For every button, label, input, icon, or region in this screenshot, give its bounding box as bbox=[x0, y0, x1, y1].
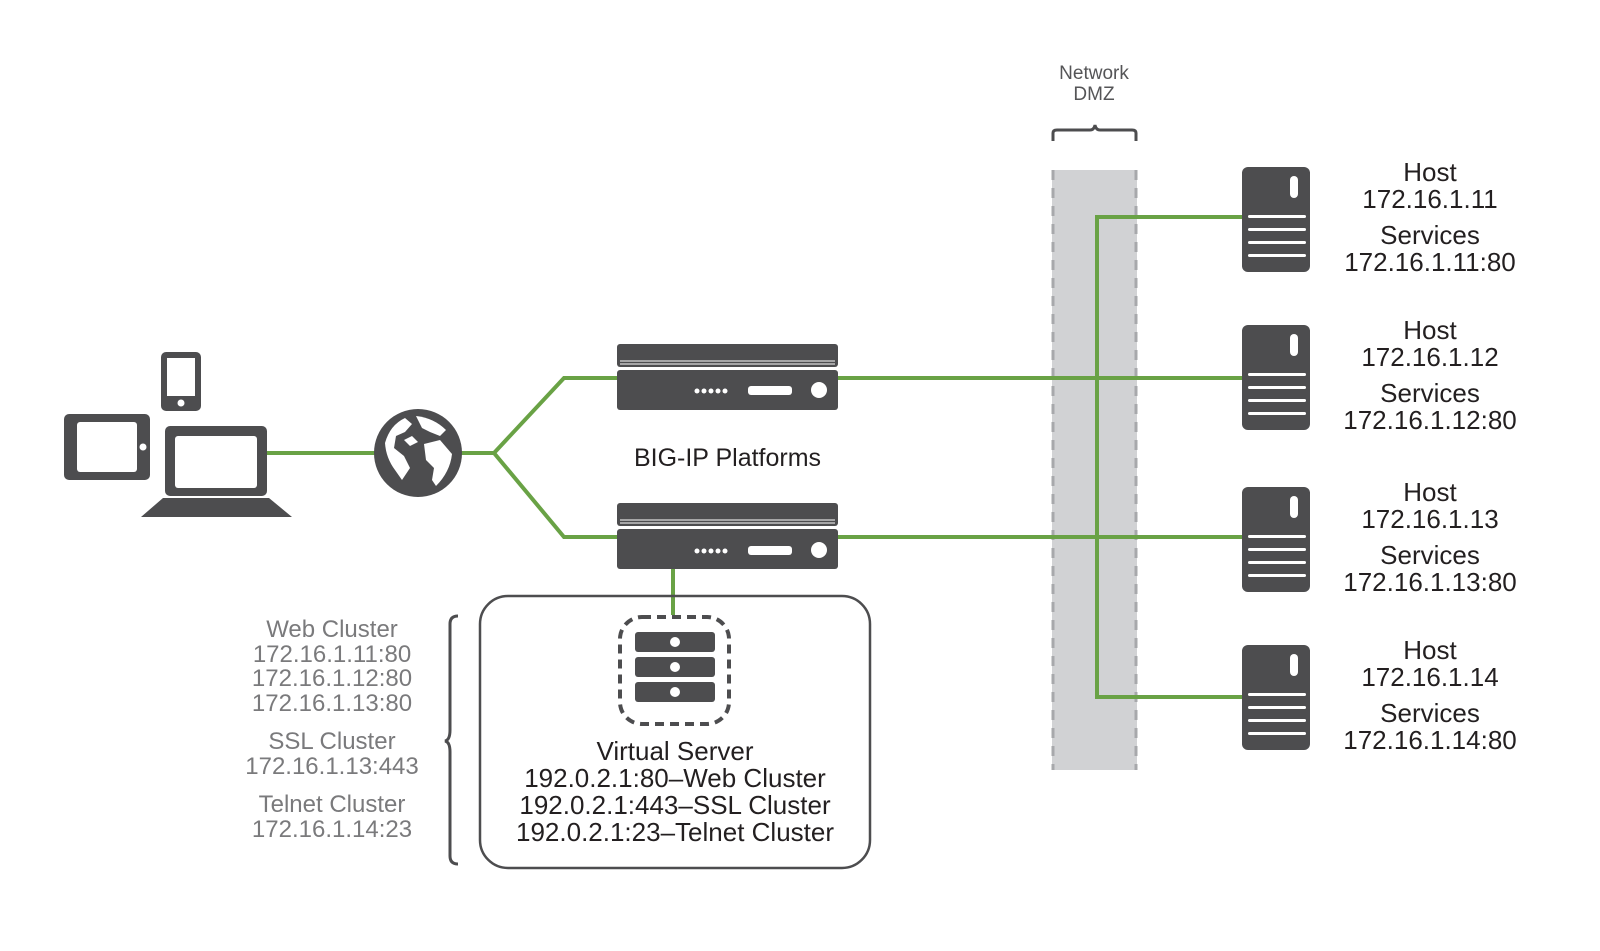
link-to-bigip-2 bbox=[492, 451, 620, 539]
dmz-zone bbox=[1051, 124, 1138, 770]
host-label-2: Host 172.16.1.12 Services 172.16.1.12:80 bbox=[1320, 317, 1540, 434]
virtual-server-icon bbox=[618, 615, 731, 726]
virtual-server-label: Virtual Server 192.0.2.1:80–Web Cluster … bbox=[480, 738, 870, 846]
host-title: Host bbox=[1403, 635, 1457, 665]
host-label-4: Host 172.16.1.14 Services 172.16.1.14:80 bbox=[1320, 637, 1540, 754]
dmz-label-line2: DMZ bbox=[1073, 84, 1115, 105]
server-icon-host-1 bbox=[1242, 167, 1310, 272]
telnet-cluster-title: Telnet Cluster bbox=[258, 791, 406, 818]
bigip-device-2 bbox=[617, 503, 838, 569]
host-servers bbox=[1242, 167, 1310, 750]
web-cluster-member: 172.16.1.12:80 bbox=[251, 665, 413, 692]
server-icon-host-4 bbox=[1242, 645, 1310, 750]
internet-globe-icon bbox=[374, 409, 462, 497]
web-cluster-member: 172.16.1.13:80 bbox=[251, 689, 413, 717]
link-dmz-bus bbox=[1095, 215, 1245, 699]
server-icon-host-2 bbox=[1242, 325, 1310, 430]
host-title: Host bbox=[1403, 315, 1457, 345]
bigip-device-1 bbox=[617, 344, 838, 410]
web-cluster-member: 172.16.1.11:80 bbox=[252, 640, 412, 668]
virtual-server-mapping: 192.0.2.1:443–SSL Cluster bbox=[519, 790, 831, 820]
dmz-label-line1: Network bbox=[1059, 63, 1129, 84]
host-ip: 172.16.1.12 bbox=[1361, 342, 1499, 372]
link-to-bigip-1 bbox=[492, 376, 620, 455]
host-label-1: Host 172.16.1.11 Services 172.16.1.11:80 bbox=[1320, 159, 1540, 276]
service-endpoint: 172.16.1.11:80 bbox=[1344, 247, 1516, 277]
virtual-server-title: Virtual Server bbox=[596, 736, 754, 766]
telnet-cluster-member: 172.16.1.14:23 bbox=[251, 815, 413, 843]
cluster-list: Web Cluster 172.16.1.11:80 172.16.1.12:8… bbox=[232, 616, 432, 843]
services-title: Services bbox=[1380, 220, 1480, 250]
services-title: Services bbox=[1380, 540, 1480, 570]
service-endpoint: 172.16.1.13:80 bbox=[1343, 567, 1517, 597]
virtual-server-box bbox=[478, 594, 872, 870]
network-links bbox=[265, 215, 1245, 699]
virtual-server-mapping: 192.0.2.1:80–Web Cluster bbox=[524, 763, 826, 793]
services-title: Services bbox=[1380, 378, 1480, 408]
server-icon-host-3 bbox=[1242, 487, 1310, 592]
dmz-band bbox=[1052, 170, 1137, 770]
services-title: Services bbox=[1380, 698, 1480, 728]
host-ip: 172.16.1.14 bbox=[1361, 662, 1499, 692]
laptop-icon bbox=[141, 426, 292, 517]
virtual-server-mapping: 192.0.2.1:23–Telnet Cluster bbox=[516, 817, 834, 847]
host-ip: 172.16.1.13 bbox=[1361, 504, 1499, 534]
host-label-3: Host 172.16.1.13 Services 172.16.1.13:80 bbox=[1320, 479, 1540, 596]
phone-icon bbox=[161, 352, 201, 411]
ssl-cluster-title: SSL Cluster bbox=[268, 728, 396, 755]
host-title: Host bbox=[1403, 157, 1457, 187]
tablet-icon bbox=[64, 414, 150, 480]
dmz-label: Network DMZ bbox=[1044, 63, 1144, 105]
ssl-cluster-member: 172.16.1.13:443 bbox=[245, 752, 419, 780]
cluster-brace bbox=[444, 614, 459, 866]
service-endpoint: 172.16.1.14:80 bbox=[1343, 725, 1517, 755]
host-title: Host bbox=[1403, 477, 1457, 507]
web-cluster-title: Web Cluster bbox=[266, 616, 398, 643]
host-ip: 172.16.1.11 bbox=[1362, 184, 1498, 214]
bigip-platforms-label: BIG-IP Platforms bbox=[633, 444, 822, 472]
service-endpoint: 172.16.1.12:80 bbox=[1343, 405, 1517, 435]
dmz-brace bbox=[1051, 124, 1138, 141]
client-devices bbox=[64, 352, 292, 517]
